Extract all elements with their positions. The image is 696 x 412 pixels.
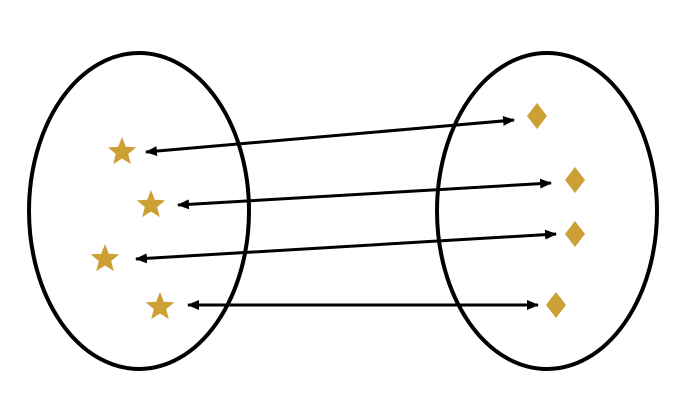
diamond-icon: [527, 103, 547, 129]
diamond-icon: [565, 167, 585, 193]
right-set-ellipse: [435, 51, 659, 371]
mapping-arrow-1: [145, 115, 515, 157]
mapping-arrows: [135, 115, 557, 310]
diamond-icon: [565, 221, 585, 247]
diamond-icon: [546, 292, 566, 318]
star-icon: [90, 244, 120, 272]
star-icon: [107, 137, 137, 165]
star-icon: [145, 292, 175, 320]
star-icon: [136, 190, 166, 218]
left-set-elements: [90, 137, 175, 320]
left-set-ellipse: [27, 51, 251, 371]
mapping-arrow-2: [177, 178, 552, 210]
right-set-elements: [527, 103, 585, 318]
mapping-arrow-3: [135, 229, 557, 264]
